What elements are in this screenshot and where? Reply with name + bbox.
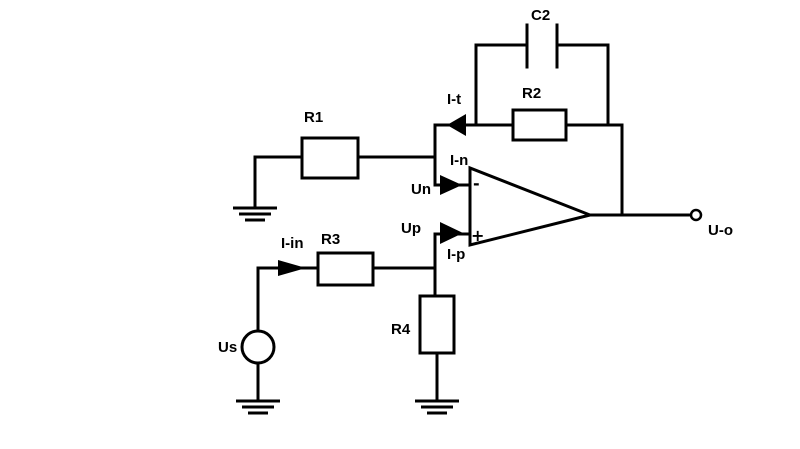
ground-symbol-source: [236, 399, 280, 415]
label-r3: R3: [321, 231, 340, 248]
label-c2: C2: [531, 7, 550, 24]
minus-sign: -: [473, 174, 480, 193]
label-un: Un: [411, 181, 431, 198]
label-i-p: I-p: [447, 246, 465, 263]
op-amp-triangle: [468, 165, 595, 247]
output-terminal: [689, 208, 703, 222]
label-i-n: I-n: [450, 152, 468, 169]
inverting-input-network: [233, 123, 480, 222]
resistor-r1: [300, 136, 360, 180]
op-amp: - +: [468, 165, 703, 247]
ground-symbol-r4: [415, 399, 459, 415]
label-u-out: U-o: [708, 222, 733, 239]
arrow-i-t-icon: [447, 114, 466, 136]
noninverting-input-network: [236, 232, 480, 415]
feedback-network: [433, 23, 624, 217]
label-us: Us: [218, 339, 237, 356]
arrow-i-n-icon: [440, 175, 462, 195]
resistor-r2: [511, 108, 568, 142]
arrow-i-in-icon: [278, 260, 306, 276]
resistor-r4: [418, 294, 456, 355]
voltage-source-us: [240, 329, 276, 365]
resistor-r3: [316, 251, 375, 287]
label-r2: R2: [522, 85, 541, 102]
label-up: Up: [401, 220, 421, 237]
arrow-i-p-icon: [440, 222, 463, 244]
label-r1: R1: [304, 109, 323, 126]
plus-sign: +: [471, 226, 484, 245]
ground-symbol-r1: [233, 206, 277, 222]
label-i-in: I-in: [281, 235, 304, 252]
label-i-t: I-t: [447, 91, 461, 108]
label-r4: R4: [391, 321, 411, 338]
